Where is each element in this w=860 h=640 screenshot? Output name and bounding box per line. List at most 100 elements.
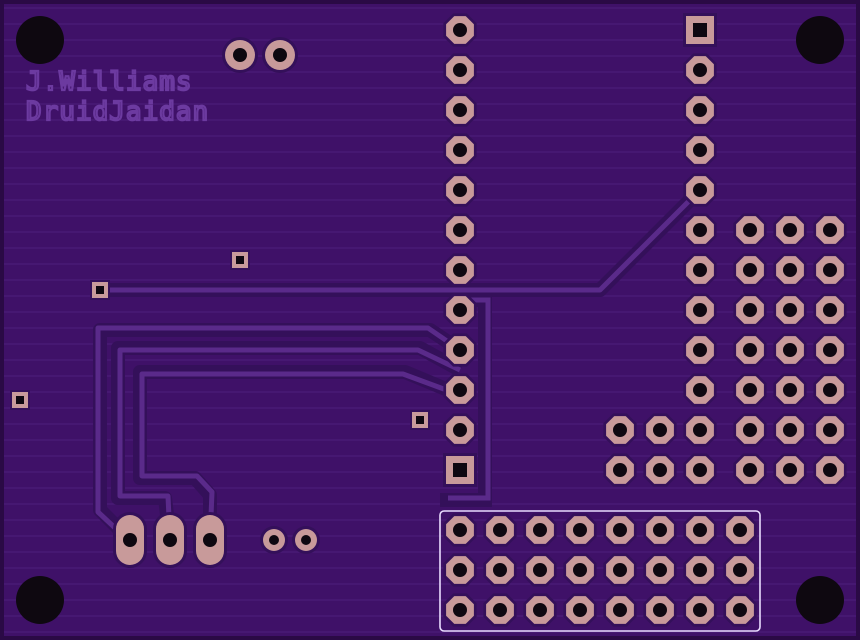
octagon-pad-icon	[603, 453, 637, 487]
header-silkscreen-outline	[439, 510, 761, 632]
octagon-pad-icon	[443, 513, 477, 547]
octagon-pad-icon	[643, 593, 677, 627]
octagon-pad-icon	[523, 553, 557, 587]
octagon-pad-icon	[603, 593, 637, 627]
oval-pad-icon	[153, 512, 187, 568]
octagon-pad-icon	[683, 53, 717, 87]
octagon-pad-icon	[483, 513, 517, 547]
round-pad-icon	[262, 37, 298, 73]
octagon-pad-icon	[813, 413, 847, 447]
trace-inner	[139, 371, 461, 541]
octagon-pad-icon	[683, 373, 717, 407]
octagon-pad-icon	[683, 453, 717, 487]
octagon-pad-icon	[523, 513, 557, 547]
octagon-pad-icon	[443, 173, 477, 207]
octagon-pad-icon	[683, 213, 717, 247]
octagon-pad-icon	[443, 553, 477, 587]
octagon-pad-icon	[563, 513, 597, 547]
octagon-pad-icon	[813, 453, 847, 487]
trace-top	[100, 188, 702, 293]
mounting-hole-icon	[16, 576, 64, 624]
trace-loop	[448, 297, 491, 501]
octagon-pad-icon	[683, 593, 717, 627]
octagon-pad-icon	[683, 293, 717, 327]
via-icon	[410, 410, 430, 430]
octagon-pad-icon	[773, 453, 807, 487]
silk-line-2: DruidJaidan	[26, 97, 209, 127]
silk-line-1: J.Williams	[26, 67, 193, 97]
square-pad-icon	[683, 13, 717, 47]
octagon-pad-icon	[443, 93, 477, 127]
octagon-pad-icon	[443, 593, 477, 627]
octagon-pad-icon	[733, 213, 767, 247]
square-pad-icon	[443, 453, 477, 487]
octagon-pad-icon	[733, 293, 767, 327]
octagon-pad-icon	[563, 593, 597, 627]
pad-layer	[10, 13, 847, 627]
octagon-pad-icon	[773, 333, 807, 367]
octagon-pad-icon	[603, 413, 637, 447]
octagon-pad-icon	[683, 253, 717, 287]
octagon-pad-icon	[683, 513, 717, 547]
octagon-pad-icon	[643, 413, 677, 447]
octagon-pad-icon	[813, 253, 847, 287]
oval-pad-icon	[193, 512, 227, 568]
octagon-pad-icon	[733, 333, 767, 367]
round-pad-icon	[260, 526, 288, 554]
trace-outer	[95, 325, 462, 542]
octagon-pad-icon	[773, 293, 807, 327]
via-icon	[230, 250, 250, 270]
octagon-pad-icon	[443, 373, 477, 407]
octagon-pad-icon	[643, 553, 677, 587]
mounting-holes	[16, 16, 844, 624]
mounting-hole-icon	[796, 16, 844, 64]
octagon-pad-icon	[443, 293, 477, 327]
octagon-pad-icon	[733, 253, 767, 287]
octagon-pad-icon	[773, 373, 807, 407]
octagon-pad-icon	[683, 553, 717, 587]
octagon-pad-icon	[813, 213, 847, 247]
octagon-pad-icon	[683, 333, 717, 367]
octagon-pad-icon	[683, 413, 717, 447]
octagon-pad-icon	[683, 133, 717, 167]
oval-pad-icon	[113, 512, 147, 568]
trace-middle	[117, 347, 462, 541]
octagon-pad-icon	[733, 453, 767, 487]
octagon-pad-icon	[443, 53, 477, 87]
octagon-pad-icon	[443, 333, 477, 367]
octagon-pad-icon	[443, 13, 477, 47]
octagon-pad-icon	[443, 133, 477, 167]
round-pad-icon	[292, 526, 320, 554]
via-icon	[90, 280, 110, 300]
octagon-pad-icon	[723, 593, 757, 627]
octagon-pad-icon	[443, 253, 477, 287]
octagon-pad-icon	[813, 373, 847, 407]
octagon-pad-icon	[603, 553, 637, 587]
octagon-pad-icon	[443, 413, 477, 447]
octagon-pad-icon	[773, 213, 807, 247]
octagon-pad-icon	[723, 513, 757, 547]
octagon-pad-icon	[443, 213, 477, 247]
round-pad-icon	[222, 37, 258, 73]
octagon-pad-icon	[723, 553, 757, 587]
octagon-pad-icon	[523, 593, 557, 627]
octagon-pad-icon	[483, 593, 517, 627]
trace-layer	[93, 185, 705, 545]
octagon-pad-icon	[773, 253, 807, 287]
octagon-pad-icon	[563, 553, 597, 587]
octagon-pad-icon	[483, 553, 517, 587]
octagon-pad-icon	[813, 293, 847, 327]
octagon-pad-icon	[733, 413, 767, 447]
octagon-pad-icon	[603, 513, 637, 547]
octagon-pad-icon	[813, 333, 847, 367]
octagon-pad-icon	[683, 173, 717, 207]
octagon-pad-icon	[733, 373, 767, 407]
octagon-pad-icon	[643, 453, 677, 487]
octagon-pad-icon	[683, 93, 717, 127]
mounting-hole-icon	[796, 576, 844, 624]
mounting-hole-icon	[16, 16, 64, 64]
octagon-pad-icon	[773, 413, 807, 447]
